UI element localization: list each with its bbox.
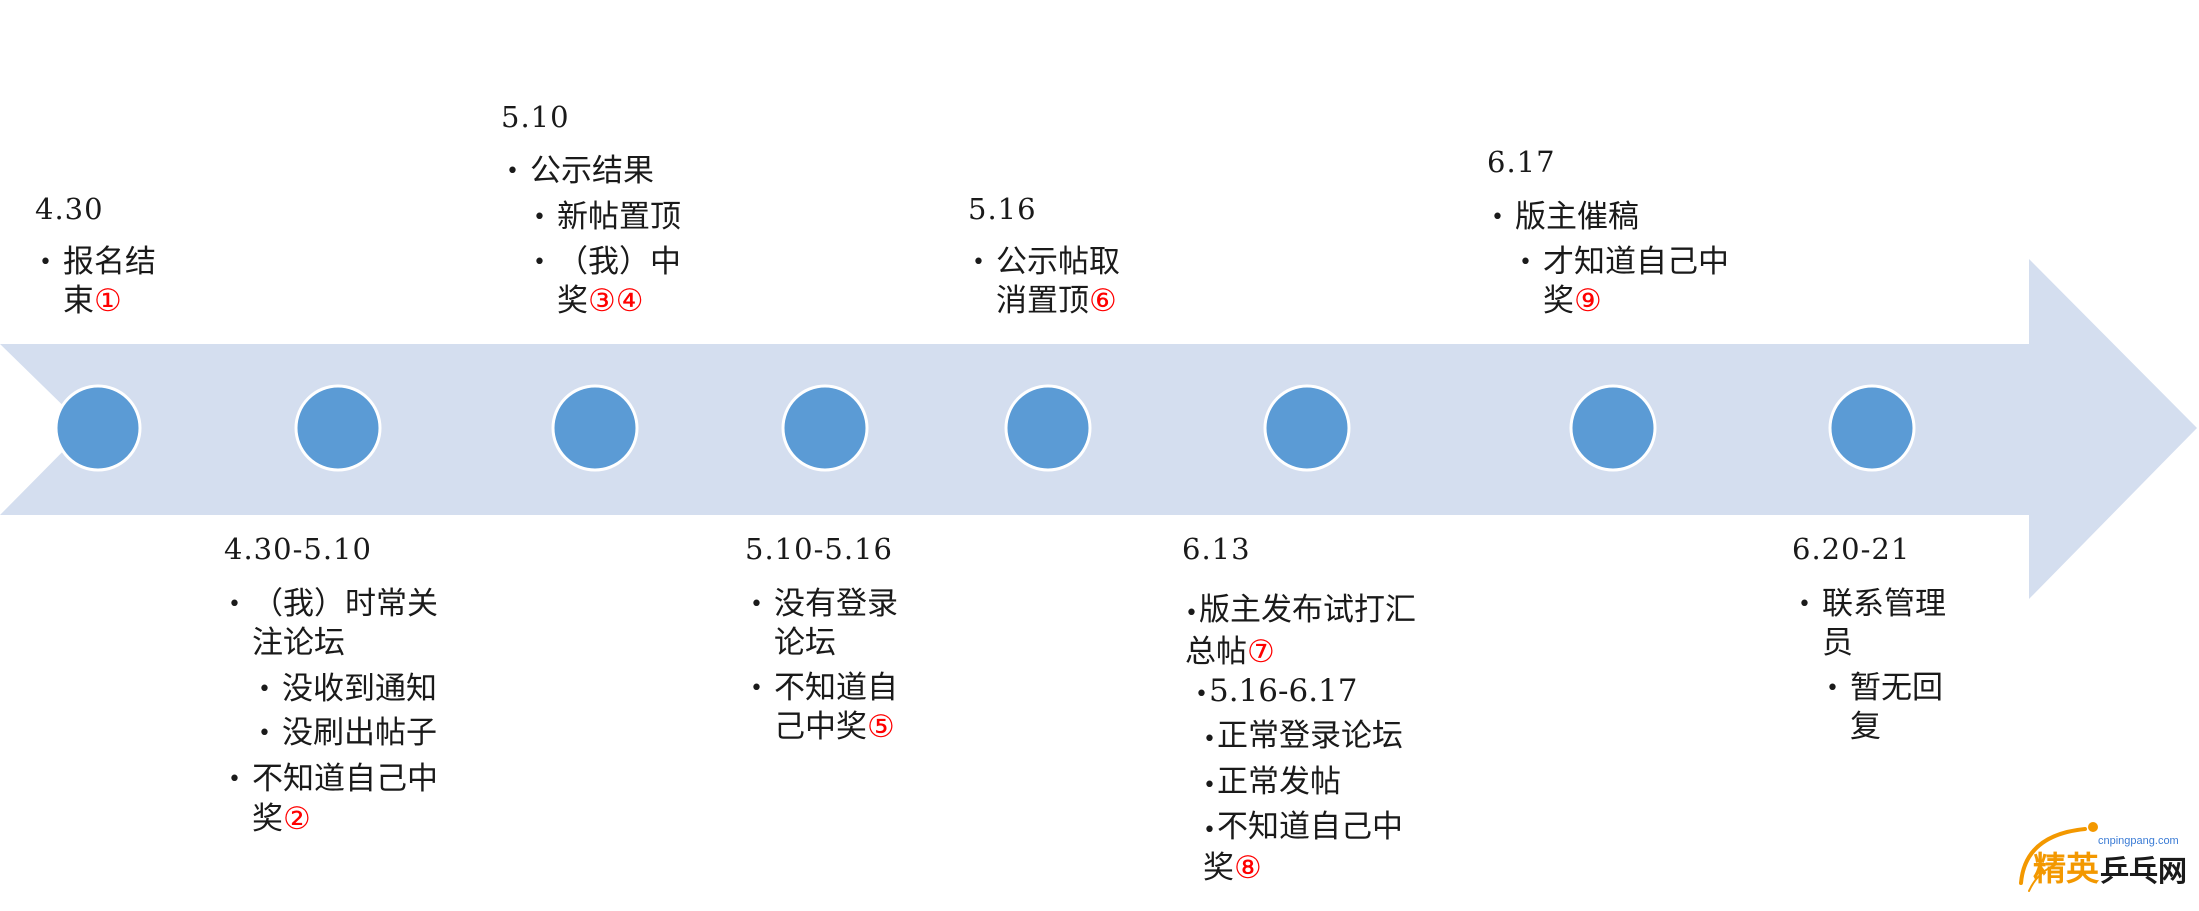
item-text: 不知道自 [774, 670, 898, 706]
event-date: 5.10-5.16 [745, 532, 893, 566]
event-item-line: 注论坛 [252, 624, 345, 663]
item-text: 没有登录 [774, 586, 898, 622]
circled-number: ⑥ [1089, 283, 1117, 319]
timeline-arrow-shape [0, 259, 2197, 599]
timeline-node [294, 384, 382, 472]
circled-number: ⑨ [1574, 283, 1602, 319]
logo-domain-text: cnpingpang.com [2098, 835, 2179, 847]
event-subitem-line: 奖③④ [557, 282, 644, 321]
item-text: 没刷出帖子 [282, 715, 437, 751]
event-item-line: 己中奖⑤ [774, 708, 895, 747]
item-text: 不知道自己中 [252, 761, 438, 797]
event-subitem-line: 才知道自己中 [1519, 243, 1729, 282]
event-date: 6.17 [1487, 145, 1556, 179]
item-text: 总帖 [1185, 634, 1247, 670]
item-text: 联系管理 [1822, 586, 1946, 622]
event-subitem-line: 奖⑨ [1543, 282, 1602, 321]
event-subitem-line: 正常登录论坛 [1203, 717, 1403, 756]
event-subitem-line: 没刷出帖子 [258, 714, 437, 753]
item-text: 公示结果 [530, 153, 654, 189]
site-logo: cnpingpang.com 精英 乒乓网 [2015, 813, 2193, 901]
timeline-node [1004, 384, 1092, 472]
event-date: 5.16 [968, 192, 1037, 226]
item-text: 版主发布试打汇 [1198, 592, 1416, 628]
item-text: 奖 [1203, 850, 1234, 886]
item-text: （我）时常关 [252, 586, 438, 622]
event-subitem-line: 没收到通知 [258, 670, 437, 709]
item-text: 不知道自己中 [1216, 809, 1403, 845]
timeline-node [781, 384, 869, 472]
item-text: 才知道自己中 [1543, 244, 1729, 280]
timeline-node [54, 384, 142, 472]
logo-brand-text: 精英 [2033, 849, 2099, 888]
event-item-line: 不知道自己中 [228, 760, 438, 799]
circled-number: ⑦ [1247, 634, 1275, 670]
timeline-node [1828, 384, 1916, 472]
item-text: 公示帖取 [996, 244, 1120, 280]
event-subitem-line: （我）中 [533, 243, 681, 282]
item-text: 版主催稿 [1515, 199, 1639, 235]
event-date: 6.20-21 [1792, 532, 1911, 566]
item-text: 束 [63, 283, 94, 319]
item-text: 员 [1822, 625, 1853, 661]
event-item-line: 消置顶⑥ [996, 282, 1117, 321]
circled-number: ⑤ [867, 709, 895, 745]
item-text: 复 [1850, 709, 1881, 745]
logo-swoosh-icon [2019, 822, 2098, 892]
event-subitem-line: 正常发帖 [1203, 763, 1341, 802]
event-subitem-line: 复 [1850, 708, 1881, 747]
event-date: 6.13 [1182, 532, 1251, 566]
circled-number: ③④ [588, 283, 644, 319]
timeline-node [1263, 384, 1351, 472]
event-item-line: 没有登录 [750, 585, 898, 624]
item-text: 5.16-6.17 [1208, 673, 1358, 709]
event-item-line: （我）时常关 [228, 585, 438, 624]
event-date: 4.30 [35, 192, 104, 226]
timeline-node [551, 384, 639, 472]
event-item-line: 版主催稿 [1491, 198, 1639, 237]
item-text: 注论坛 [252, 625, 345, 661]
event-item-line: 公示结果 [506, 152, 654, 191]
item-text: 奖 [557, 283, 588, 319]
item-text: 奖 [252, 801, 283, 837]
item-text: 暂无回 [1850, 670, 1943, 706]
event-subitem-line: 暂无回 [1826, 669, 1943, 708]
event-item-line: 总帖⑦ [1185, 633, 1275, 672]
event-item-line: 员 [1822, 624, 1853, 663]
event-item-line: 不知道自 [750, 669, 898, 708]
event-subitem-line: 新帖置顶 [533, 198, 681, 237]
item-text: 正常发帖 [1216, 764, 1341, 800]
event-subitem-line: 不知道自己中 [1203, 808, 1403, 847]
event-date: 5.10 [501, 100, 570, 134]
circled-number: ⑧ [1234, 850, 1262, 886]
item-text: 正常登录论坛 [1216, 718, 1403, 754]
event-item-line: 报名结 [39, 243, 156, 282]
event-subitem-line: 奖⑧ [1203, 849, 1262, 888]
item-text: 己中奖 [774, 709, 867, 745]
event-item-line: 公示帖取 [972, 243, 1120, 282]
event-item-line: 奖② [252, 800, 311, 839]
item-text: 消置顶 [996, 283, 1089, 319]
item-text: 没收到通知 [282, 671, 437, 707]
event-item-line: 版主发布试打汇 [1185, 591, 1416, 630]
circled-number: ① [94, 283, 122, 319]
item-text: （我）中 [557, 244, 681, 280]
event-item-line: 5.16-6.17 [1195, 672, 1358, 711]
timeline-node [1569, 384, 1657, 472]
event-date: 4.30-5.10 [224, 532, 372, 566]
event-item-line: 束① [63, 282, 122, 321]
item-text: 论坛 [774, 625, 836, 661]
item-text: 报名结 [63, 244, 156, 280]
event-item-line: 论坛 [774, 624, 836, 663]
item-text: 新帖置顶 [557, 199, 681, 235]
circled-number: ② [283, 801, 311, 837]
logo-brand-text: 乒乓网 [2100, 854, 2188, 888]
event-item-line: 联系管理 [1798, 585, 1946, 624]
item-text: 奖 [1543, 283, 1574, 319]
